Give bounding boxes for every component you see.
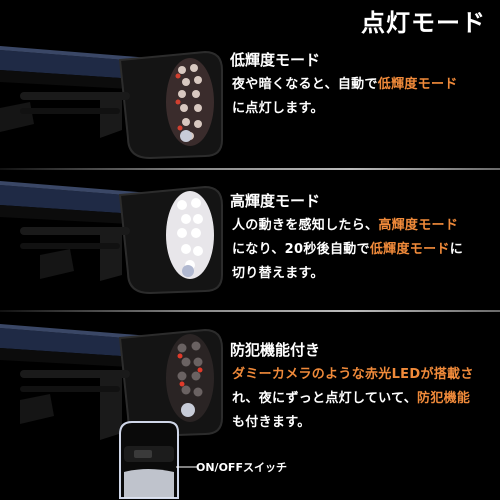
solar-light-lamp-icon (0, 46, 223, 160)
desc-highlight: ダミーカメラのような赤光LEDが搭載さ (232, 367, 474, 382)
solar-light-lamp-icon (0, 181, 223, 295)
page-title: 点灯モード (361, 9, 486, 37)
mode-desc-line: に点灯します。 (232, 97, 324, 116)
desc-segment: 切り替えます。 (232, 266, 324, 281)
desc-highlight: 高輝度モード (378, 218, 459, 233)
header-band (0, 0, 500, 42)
power-switch-icon (119, 421, 179, 499)
mode-desc-line: 人の動きを感知したら、高輝度モード (232, 214, 458, 233)
mode-desc-line: れ、夜にずっと点灯していて、防犯機能 (232, 387, 470, 406)
mode-desc-line: になり、20秒後自動で低輝度モードに (232, 238, 463, 257)
desc-highlight: 低輝度モード (377, 77, 458, 92)
mode-title-security: 防犯機能付き (230, 341, 321, 359)
mode-title-high: 高輝度モード (230, 192, 321, 210)
desc-segment: になり、20秒後自動で (232, 242, 370, 257)
switch-label: ON/OFFスイッチ (196, 461, 287, 474)
section-divider (0, 168, 500, 170)
mode-title-low: 低輝度モード (230, 51, 321, 69)
solar-light-lamp-icon (0, 324, 223, 440)
desc-segment: も付きます。 (232, 415, 311, 430)
desc-highlight: 防犯機能 (417, 391, 471, 406)
section-divider (0, 310, 500, 312)
desc-segment: 夜や暗くなると、自動で (232, 77, 378, 92)
mode-desc-line: 夜や暗くなると、自動で低輝度モード (232, 73, 458, 92)
mode-desc-line: 切り替えます。 (232, 262, 324, 281)
desc-segment: に (449, 242, 463, 257)
mode-desc-line: ダミーカメラのような赤光LEDが搭載さ (232, 363, 474, 382)
switch-pointer-line (176, 466, 198, 468)
desc-highlight: 低輝度モード (369, 242, 450, 257)
desc-segment: れ、夜にずっと点灯していて、 (232, 391, 418, 406)
desc-segment: に点灯します。 (232, 101, 324, 116)
desc-segment: 人の動きを感知したら、 (232, 218, 379, 233)
mode-desc-line: も付きます。 (232, 411, 311, 430)
